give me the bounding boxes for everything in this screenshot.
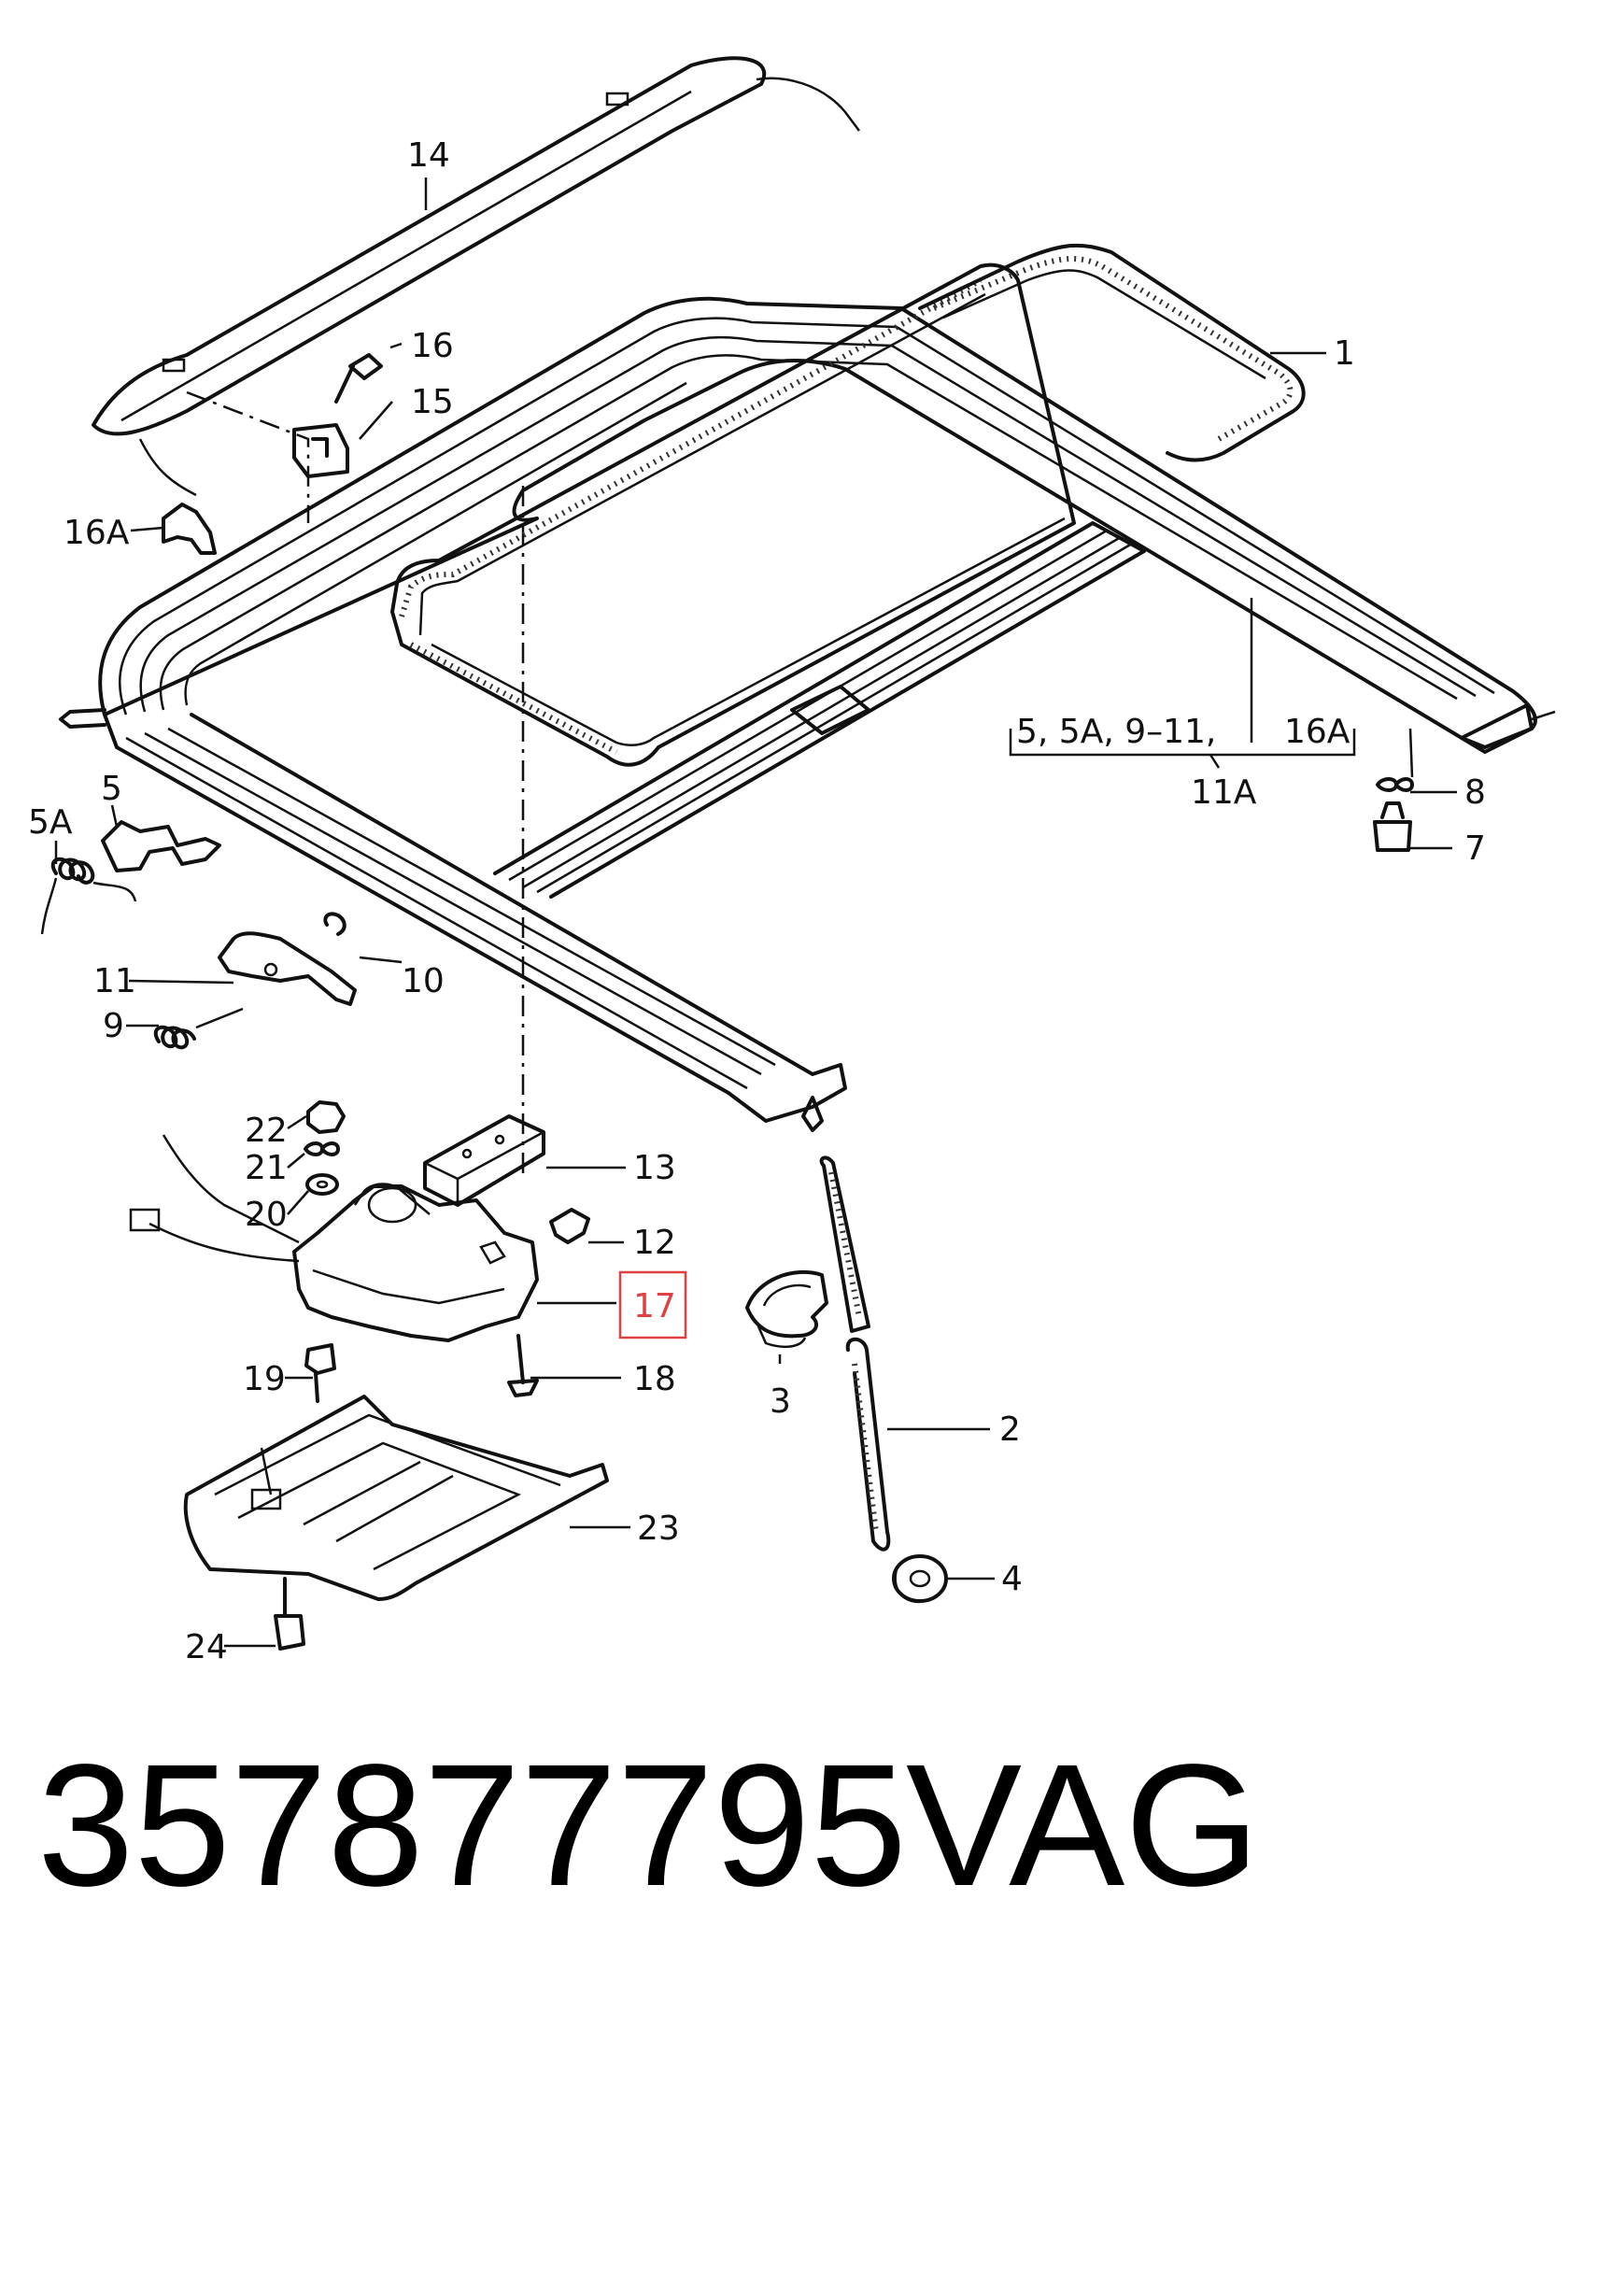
callout-leaders [54, 177, 1457, 1648]
callout-24: 24 [185, 1628, 228, 1666]
callout-20: 20 [245, 1196, 288, 1234]
washer-8 [1376, 777, 1414, 792]
grommet-4 [892, 1554, 948, 1604]
callout-22: 22 [245, 1112, 288, 1150]
callout-23: 23 [637, 1509, 680, 1548]
sunroof-frame [59, 262, 1556, 1132]
drain-grommet-3 [745, 1269, 828, 1349]
lever-5 [101, 820, 221, 872]
spring-5a [40, 857, 137, 935]
callout-17: 17 [633, 1287, 676, 1325]
callout-5: 5 [101, 770, 122, 808]
callout-17-highlight-box [618, 1270, 687, 1339]
clip-10 [323, 912, 346, 936]
callout-14: 14 [407, 136, 450, 175]
callout-13: 13 [633, 1149, 676, 1187]
callout-12: 12 [633, 1224, 676, 1262]
guide-11 [218, 931, 357, 1006]
callout-18: 18 [633, 1360, 676, 1398]
screw-7 [1373, 801, 1412, 852]
block-13 [423, 1114, 545, 1207]
seal-1 [918, 243, 1306, 462]
sunroof-panel [92, 56, 860, 497]
part-number: 357877795 [37, 1729, 907, 1922]
drain-hose-2 [819, 1155, 891, 1552]
callout-group-bottom: 11A [1191, 773, 1257, 812]
callout-16: 16 [411, 327, 454, 365]
footer: 357877795 VAG [37, 1733, 1578, 1920]
bracket-15 [292, 423, 349, 478]
callout-7: 7 [1464, 829, 1486, 868]
motor-17 [129, 1134, 539, 1342]
callout-5a: 5A [28, 803, 73, 842]
clip-16a [162, 503, 217, 555]
tray-23 [183, 1395, 609, 1601]
washer-21 [304, 1141, 340, 1156]
callout-1: 1 [1334, 334, 1355, 373]
clip-12 [549, 1208, 590, 1244]
bolt-16 [334, 353, 383, 404]
brand-name: VAG [906, 1729, 1260, 1922]
callout-3: 3 [770, 1382, 791, 1421]
callout-group-top-right: 16A [1284, 713, 1350, 751]
callout-4: 4 [1001, 1560, 1023, 1598]
screw-24 [274, 1577, 305, 1651]
callout-11: 11 [93, 962, 136, 1000]
washer-20 [305, 1173, 339, 1196]
callout-21: 21 [245, 1149, 288, 1187]
callout-19: 19 [243, 1360, 286, 1398]
bolt-19 [304, 1343, 336, 1403]
screw-18 [507, 1334, 539, 1397]
callout-group-top: 5, 5A, 9–11, [1016, 713, 1216, 751]
callout-8: 8 [1464, 773, 1486, 812]
callout-16a: 16A [64, 514, 130, 552]
callout-10: 10 [402, 962, 445, 1000]
spring-9 [153, 1007, 244, 1050]
sunroof-exploded-diagram: 14 16 15 16A 1 5 5A 11 10 9 5, 5A, 9–11,… [28, 56, 1556, 1666]
callout-2: 2 [999, 1410, 1021, 1449]
callout-labels: 14 16 15 16A 1 5 5A 11 10 9 5, 5A, 9–11,… [28, 136, 1486, 1666]
callout-9: 9 [103, 1007, 124, 1045]
callout-15: 15 [411, 383, 454, 421]
nut-22 [306, 1100, 346, 1134]
